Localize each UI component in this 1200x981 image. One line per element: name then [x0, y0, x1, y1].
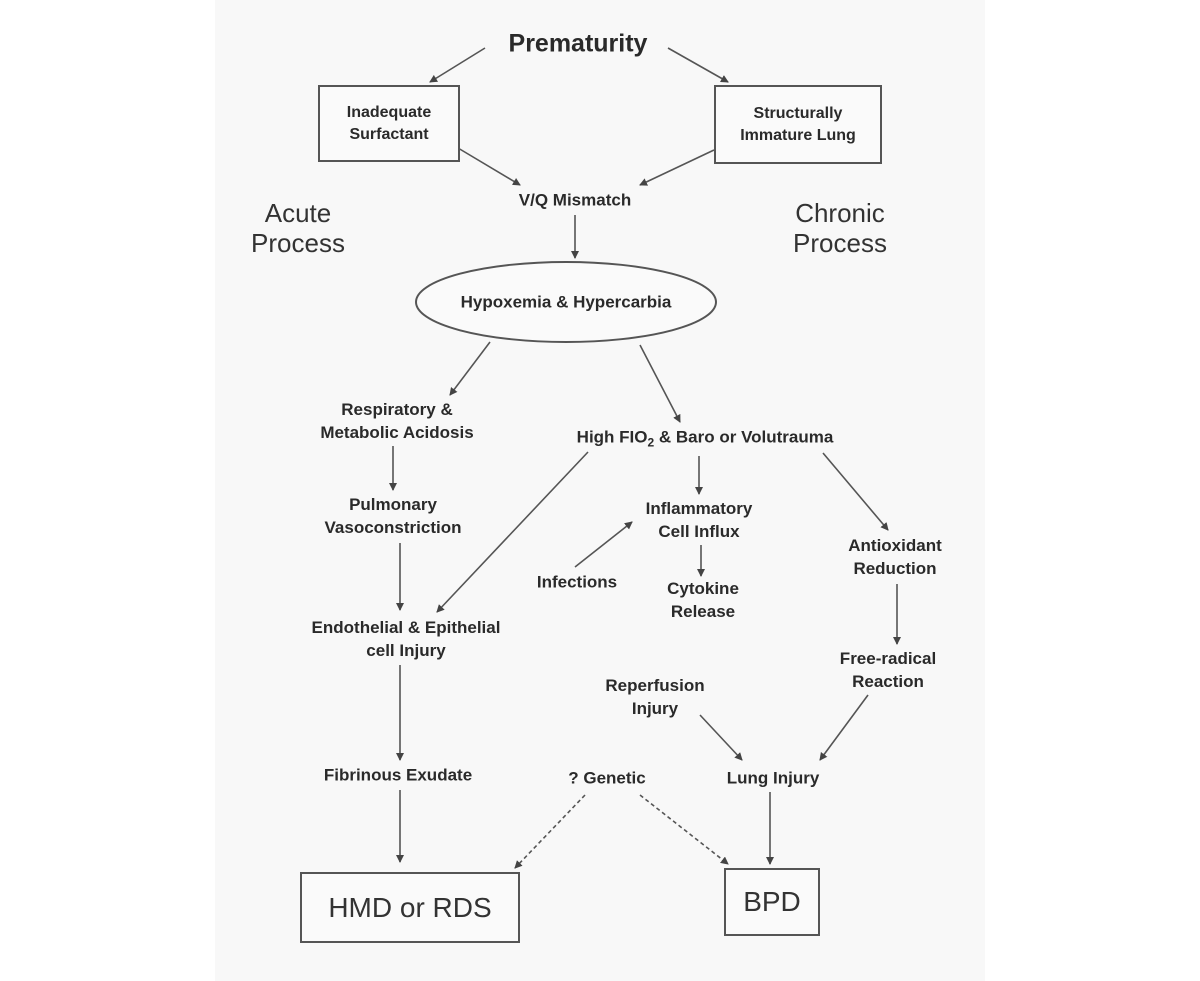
chronic-line-1: Chronic: [795, 198, 885, 228]
fio2-subscript: 2: [647, 435, 655, 450]
free-radical-line-1: Free-radical: [839, 649, 937, 668]
vasoconstriction-node: Pulmonary Vasoconstriction: [325, 493, 462, 539]
free-radical-line-2: Reaction: [852, 672, 924, 691]
endothelial-line-1: Endothelial & Epithelial: [311, 618, 501, 637]
arrow-hypoxemia-acidosis: [449, 341, 491, 396]
fibrinous-node: Fibrinous Exudate: [323, 765, 473, 785]
acidosis-node: Respiratory & Metabolic Acidosis: [320, 398, 473, 444]
chronic-line-2: Process: [793, 228, 887, 258]
hypoxemia-ellipse: [415, 261, 717, 343]
chronic-process-label: Chronic Process: [793, 198, 887, 258]
vaso-line-2: Vasoconstriction: [324, 518, 462, 537]
immature-lung-label: Structurally Immature Lung: [740, 104, 856, 144]
arrow-immature-vq: [639, 149, 715, 186]
cytokine-line-2: Release: [670, 602, 736, 621]
lung-injury-node: Lung Injury: [726, 768, 820, 788]
reperfusion-node: Reperfusion Injury: [605, 674, 704, 720]
acute-line-1: Acute: [264, 198, 332, 228]
endothelial-line-2: cell Injury: [366, 641, 446, 660]
endothelial-node: Endothelial & Epithelial cell Injury: [312, 616, 501, 662]
hypoxemia-node: Hypoxemia & Hypercarbia: [460, 292, 672, 312]
acute-process-label: Acute Process: [251, 198, 345, 258]
arrow-genetic-bpd: [639, 794, 729, 865]
antioxidant-line-1: Antioxidant: [848, 536, 942, 555]
inflammatory-line-1: Inflammatory: [645, 499, 753, 518]
genetic-node: ? Genetic: [568, 768, 646, 788]
bpd-label: BPD: [743, 886, 801, 917]
vq-mismatch-node: V/Q Mismatch: [518, 190, 632, 210]
antioxidant-line-2: Reduction: [853, 559, 937, 578]
arrow-surfactant-vq: [457, 147, 521, 186]
acidosis-line-2: Metabolic Acidosis: [320, 423, 474, 442]
free-radical-node: Free-radical Reaction: [840, 647, 936, 693]
prematurity-title: Prematurity: [508, 29, 648, 58]
antioxidant-node: Antioxidant Reduction: [848, 534, 942, 580]
arrow-fio2-antioxidant: [822, 452, 889, 531]
fio2-prefix: High FIO: [576, 427, 648, 447]
acidosis-line-1: Respiratory &: [341, 400, 453, 419]
arrow-freeradical-lung: [819, 694, 869, 761]
arrow-prematurity-surfactant: [429, 47, 486, 83]
inflammatory-line-2: Cell Influx: [658, 522, 740, 541]
arrow-fio2-endothelial: [436, 451, 589, 613]
arrow-reperfusion-lung: [699, 714, 743, 761]
acute-line-2: Process: [251, 228, 345, 258]
infections-node: Infections: [536, 572, 618, 592]
inadequate-surfactant-box: Inadequate Surfactant: [318, 85, 460, 162]
arrow-hypoxemia-fio2: [639, 344, 681, 423]
cytokine-line-1: Cytokine: [667, 579, 739, 598]
fio2-suffix: & Baro or Volutrauma: [654, 427, 834, 447]
arrow-infections-inflammatory: [574, 521, 633, 568]
reperfusion-line-1: Reperfusion: [605, 676, 705, 695]
immature-lung-box: Structurally Immature Lung: [714, 85, 882, 164]
arrow-genetic-hmd: [514, 794, 586, 869]
hmd-rds-box: HMD or RDS: [300, 872, 520, 943]
inflammatory-node: Inflammatory Cell Influx: [646, 497, 753, 543]
vaso-line-1: Pulmonary: [349, 495, 437, 514]
reperfusion-line-2: Injury: [631, 699, 679, 718]
fio2-node: High FIO2 & Baro or Volutrauma: [577, 425, 834, 454]
cytokine-node: Cytokine Release: [667, 577, 739, 623]
bpd-box: BPD: [724, 868, 820, 936]
hmd-rds-label: HMD or RDS: [328, 891, 492, 923]
arrow-prematurity-immature: [667, 47, 729, 83]
inadequate-surfactant-label: Inadequate Surfactant: [346, 103, 432, 143]
